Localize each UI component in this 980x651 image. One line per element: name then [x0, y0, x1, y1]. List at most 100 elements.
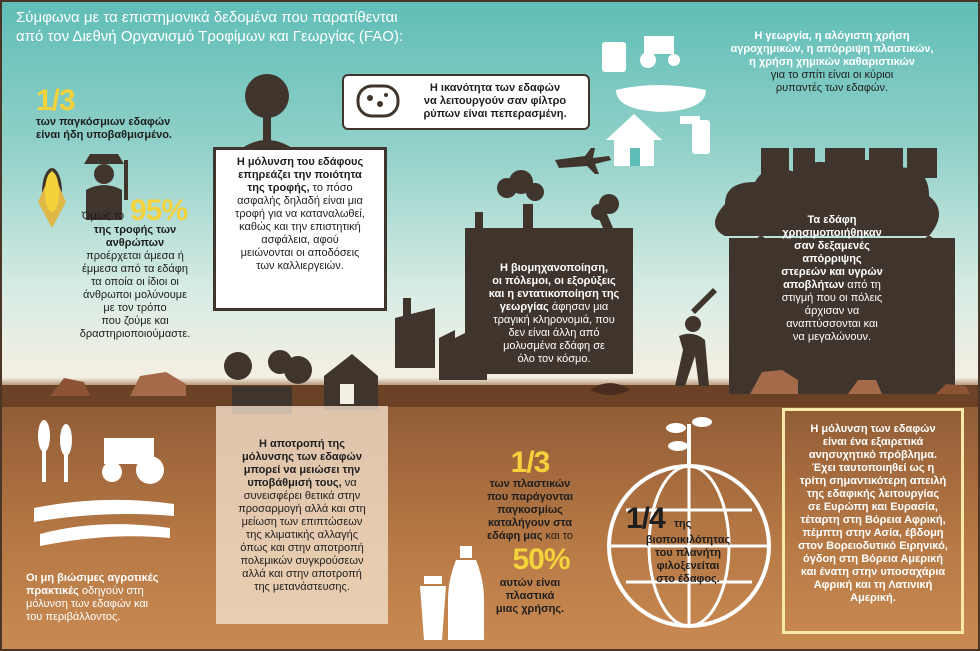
farmer-corn-icon [38, 154, 128, 228]
problem-line-3: ανησυχητικό πρόβλημα. [808, 449, 938, 461]
war-line-12: της μετανάστευσης. [254, 581, 350, 593]
quality-line-5: τροφή για να καταναλωθεί, [235, 208, 365, 220]
farm-tractor-icon [34, 420, 174, 546]
filter-line-2: να λειτουργούν σαν φίλτρο [423, 95, 567, 107]
quality-line-8: μειώνονται οι αποδόσεις [240, 247, 360, 259]
agriculture-bold-1: Η γεωργία, η αλόγιστη χρήση [754, 30, 910, 42]
food-line-7: δραστηριοποιούμαστε. [79, 328, 191, 340]
header-line-1: Σύμφωνα με τα επιστημονικά δεδομένα που … [16, 9, 398, 26]
food-line-4: άνθρωποι μολύνουμε [82, 289, 188, 301]
biodiversity-fraction: 1/4 [626, 502, 666, 535]
problem-line-8: τέταρτη στη Βόρεια Αφρική, [800, 514, 946, 526]
food-bold-1: της τροφής των [93, 224, 177, 236]
industry-line-7: μολυσμένα εδάφη σε [503, 340, 605, 352]
problem-line-9: πέμπτη στην Ασία, έβδομη [802, 527, 944, 539]
filter-line-3: ρύπων είναι πεπερασμένη. [423, 108, 567, 120]
biodiversity-suffix: της [674, 518, 692, 530]
war-line-6: προσαρμογή αλλά και στη [238, 503, 366, 515]
food-line-1: προέρχεται άμεσα ή [86, 250, 184, 262]
quality-line-7: ασφάλεια, αφού [261, 234, 339, 246]
war-line-10: πολεμικών συγκρούσεων [240, 555, 364, 567]
rocks [50, 370, 970, 396]
industry-text: Η βιομηχανοποίηση, οι πόλεμοι, οι εξορύξ… [470, 262, 638, 366]
biodiversity-line-3: φιλοξενείται [656, 560, 720, 572]
food-bold-2: ανθρώπων [105, 237, 165, 249]
food-quality-box: Η μόλυνση του εδάφους επηρεάζει την ποιό… [213, 147, 387, 311]
plastics-line-5-rest: και το [542, 530, 574, 542]
header: Σύμφωνα με τα επιστημονικά δεδομένα που … [16, 8, 516, 46]
cities-line-9: αναπτύσσονται και [786, 318, 878, 330]
quality-line-3: το πόσο [309, 182, 353, 194]
degraded-text-1: των παγκόσμιων εδαφών [36, 116, 171, 128]
degraded-text-2: είναι ήδη υποβαθμισμένο. [36, 129, 172, 141]
cities-line-10: να μεγαλώνουν. [792, 331, 872, 343]
industry-line-8: όλο τον κόσμο. [517, 353, 591, 365]
quality-bold-3: της τροφής, [247, 182, 310, 194]
header-line-2: από τον Διεθνή Οργανισμό Τροφίμων και Γε… [16, 28, 404, 45]
war-line-7: μείωση των επιπτώσεων [241, 516, 363, 528]
plastic-bottles-icon [420, 546, 484, 640]
plastics-line-7: πλαστικά [505, 590, 555, 602]
cities-bold-4: απόρριψης [802, 253, 862, 265]
quality-line-4: ασφαλής δηλαδή είναι μια [237, 195, 363, 207]
war-bold-1: Η αποτροπή της [259, 438, 345, 450]
plastics-line-1: των πλαστικών [489, 478, 571, 490]
cities-line-8: άρχισαν να [804, 305, 860, 317]
problem-line-13: Αφρική και τη Λατινική [813, 579, 933, 591]
problem-line-4: Έχει ταυτοποιηθεί ως η [811, 462, 935, 474]
food-percent: 95% [130, 194, 188, 227]
biodiversity-line-2: του πλανήτη [654, 547, 721, 559]
globe-plant-icon [607, 417, 771, 628]
chemicals-house-icon [602, 36, 710, 166]
agriculture-text: Η γεωργία, η αλόγιστη χρήση αγροχημικών,… [712, 30, 952, 95]
farming-line-3: μόλυνση των εδαφών και [26, 598, 149, 610]
plastics-line-4: καταλήγουν στα [487, 517, 573, 529]
food-intro: Όμως το [82, 210, 125, 222]
farming-line-4: του περιβάλλοντος. [26, 611, 121, 623]
industry-bold-3: και η εντατικοποίηση της [488, 288, 620, 300]
industry-line-6: δεν είναι άλλη από [508, 327, 600, 339]
biodiversity-line-4: στο έδαφος. [656, 573, 720, 585]
war-line-5: συνεισφέρει θετικά στην [243, 490, 361, 502]
plastics-percent: 50% [512, 543, 570, 576]
agriculture-line-2: ρυπαντές των εδαφών. [775, 82, 889, 94]
war-line-11: αλλά και στην αποτροπή [242, 568, 362, 580]
industry-bold-4: γεωργίας [499, 301, 549, 313]
plastics-line-6: αυτών είναι [499, 577, 561, 589]
problem-box: Η μόλυνση των εδαφών είναι ένα εξαιρετικ… [782, 408, 964, 634]
industry-bold-2: οι πόλεμοι, οι εξορύξεις [492, 275, 616, 287]
war-bold-3: μπορεί να μειώσει την [243, 464, 361, 476]
quality-bold-1: Η μόλυνση του εδάφους [236, 156, 364, 168]
cities-line-7: στιγμή που οι πόλεις [781, 292, 883, 304]
war-line-4: να [341, 477, 357, 489]
quality-line-9: των καλλιεργειών. [256, 260, 344, 272]
problem-line-2: είναι ένα εξαιρετικά [822, 436, 924, 448]
problem-line-14: Αμερική. [850, 592, 896, 604]
cities-text: Τα εδάφη χρησιμοποιήθηκαν σαν δεξαμενές … [752, 214, 912, 344]
farming-bold-2: πρακτικές [26, 585, 79, 597]
food-line-6: που ζούμε και [101, 315, 169, 327]
filter-icon [356, 84, 400, 118]
food-line-2: έμμεσα από τα εδάφη [81, 263, 189, 275]
problem-line-5: τρίτη σημαντικότερη απειλή [799, 475, 947, 487]
plastics-line-8: μιας χρήσης. [495, 603, 565, 615]
war-box: Η αποτροπή της μόλυνσης των εδαφών μπορε… [216, 406, 388, 624]
cities-line-6: από τη [844, 279, 881, 291]
agriculture-line-1: για το σπίτι είναι οι κύριοι [770, 69, 894, 81]
quality-bold-2: επηρεάζει την ποιότητα [238, 169, 362, 181]
cities-bold-6: αποβλήτων [783, 279, 845, 291]
industry-line-4: άφησαν μια [548, 301, 609, 313]
quality-line-6: καθώς και την επιστητική [239, 221, 361, 233]
food-stat: Όμως το 95% της τροφής των ανθρώπων προέ… [60, 196, 210, 341]
farming-text: Οι μη βιώσιμες αγροτικές πρακτικές οδηγο… [26, 572, 206, 624]
agriculture-bold-2: αγροχημικών, η απόρριψη πλαστικών, [730, 43, 934, 55]
tree-icon [242, 74, 292, 148]
war-bold-2: μόλυνσης των εδαφών [242, 451, 362, 463]
cities-bold-5: στερεών και υγρών [781, 266, 883, 278]
biodiversity-line-1: βιοποικιλότητας [645, 534, 731, 546]
refugees-ruins-icon [224, 350, 378, 414]
problem-line-7: σε Ευρώπη και Ευρασία, [808, 501, 938, 513]
plastics-line-5: εδάφη μας [486, 530, 543, 542]
war-line-9: όπως και στην αποτροπή [240, 542, 364, 554]
